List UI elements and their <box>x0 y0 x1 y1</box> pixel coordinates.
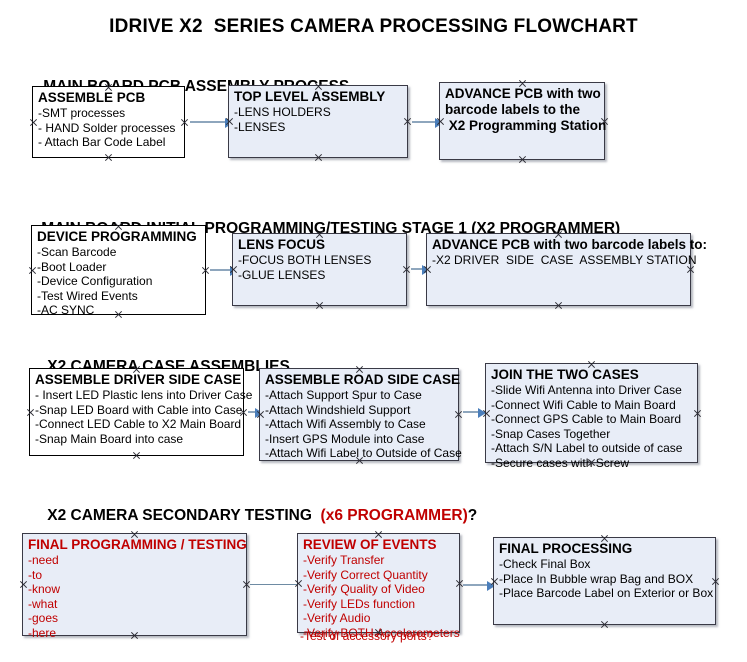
node-line: -to <box>28 567 43 582</box>
section-heading-x2-camera-secondary-testing: X2 CAMERA SECONDARY TESTING (x6 PROGRAMM… <box>30 489 477 543</box>
connection-handle-bottom[interactable] <box>315 301 324 310</box>
node-title: JOIN THE TWO CASES <box>491 367 639 382</box>
node-advance-pcb-to-driver-side-case-assembly-station[interactable]: ADVANCE PCB with two barcode labels to: … <box>426 233 708 306</box>
node-line: -need <box>28 553 59 567</box>
node-line: -Verify Transfer <box>303 553 385 567</box>
node-line: -Device Configuration <box>37 274 153 288</box>
connection-handle-bottom[interactable] <box>518 155 527 164</box>
node-title: ASSEMBLE DRIVER SIDE CASE <box>35 372 242 387</box>
node-line: -GLUE LENSES <box>238 267 326 282</box>
node-top-level-assembly[interactable]: TOP LEVEL ASSEMBLY -LENS HOLDERS -LENSES <box>228 85 408 158</box>
node-line: -Check Final Box <box>499 557 591 571</box>
node-line: -SMT processes <box>38 106 126 120</box>
connector-assemble-pcb-to-top-level-assembly <box>190 121 228 123</box>
node-title: ASSEMBLE ROAD SIDE CASE <box>265 372 461 387</box>
node-line: -Attach Windshield Support <box>265 402 411 417</box>
section-heading-question-mark: ? <box>467 507 478 524</box>
node-lens-focus[interactable]: LENS FOCUS -FOCUS BOTH LENSES -GLUE LENS… <box>232 233 407 306</box>
connection-handle-left[interactable] <box>19 580 28 589</box>
connector-road-side-case-to-join-the-two-cases <box>463 411 483 413</box>
node-line: -Test Wired Events <box>37 288 138 303</box>
section-heading-annotation: (x6 PROGRAMMER) <box>320 507 468 524</box>
node-line: -LENS HOLDERS <box>234 105 331 119</box>
node-line: -Scan Barcode <box>37 245 117 259</box>
node-line: -Snap Main Board into case <box>35 431 184 446</box>
connector-review-of-events-to-final-processing <box>463 584 493 586</box>
node-line: -Snap Cases Together <box>491 426 611 441</box>
arrowhead-icon <box>487 581 495 591</box>
node-line: - Insert LED Plastic lens into Driver Ca… <box>35 388 253 402</box>
node-line: -FOCUS BOTH LENSES <box>238 253 372 267</box>
connector-lens-focus-to-advance-pcb-driver-side <box>411 268 429 270</box>
node-title: ADVANCE PCB with two barcode labels to: <box>432 237 708 252</box>
node-join-the-two-cases[interactable]: JOIN THE TWO CASES -Slide Wifi Antenna i… <box>485 363 698 470</box>
node-line: -Insert GPS Module into Case <box>265 431 425 446</box>
node-device-programming[interactable]: DEVICE PROGRAMMING -Scan Barcode -Boot L… <box>28 225 206 317</box>
node-line: -Snap LED Board with Cable into Case <box>35 402 243 417</box>
node-title: DEVICE PROGRAMMING <box>37 229 197 244</box>
node-title: ADVANCE PCB with two barcode labels to t… <box>445 86 607 133</box>
node-line: -Verify Correct Quantity <box>303 567 428 582</box>
node-assemble-pcb[interactable]: ASSEMBLE PCB -SMT processes - HAND Solde… <box>32 86 185 158</box>
node-line: -Verify LEDs function <box>303 596 416 611</box>
node-line: -know <box>28 582 61 596</box>
node-line-overflow: -Test of accessory ports? <box>300 629 434 643</box>
connection-handle-bottom[interactable] <box>314 153 323 162</box>
node-line: -Connect LED Cable to X2 Main Board <box>35 417 242 431</box>
node-line: -what <box>28 596 58 611</box>
node-line: -Verify Audio <box>303 611 371 625</box>
arrowhead-icon <box>478 408 486 418</box>
node-title: REVIEW OF EVENTS <box>303 537 437 552</box>
node-title: ASSEMBLE PCB <box>38 90 146 105</box>
connection-handle-left[interactable] <box>29 118 38 127</box>
node-line: -here <box>28 625 57 640</box>
node-title: TOP LEVEL ASSEMBLY <box>234 89 386 104</box>
node-title: LENS FOCUS <box>238 237 326 252</box>
node-line: -Slide Wifi Antenna into Driver Case <box>491 383 682 397</box>
node-title: FINAL PROCESSING <box>499 541 633 556</box>
connector-top-level-assembly-to-advance-pcb <box>412 121 440 123</box>
node-line: -goes <box>28 611 59 625</box>
page-title: IDRIVE X2 SERIES CAMERA PROCESSING FLOWC… <box>109 16 638 37</box>
node-line: -Boot Loader <box>37 259 107 274</box>
node-final-processing[interactable]: FINAL PROCESSING -Check Final Box -Place… <box>493 537 716 625</box>
connector-device-programming-to-lens-focus <box>210 269 235 271</box>
node-line: -Place Barcode Label on Exterior or Box <box>499 586 714 600</box>
node-line: - Attach Bar Code Label <box>38 135 166 149</box>
node-line: -AC SYNC <box>37 303 95 317</box>
node-line: -Secure cases with Screw <box>491 455 630 470</box>
connection-handle-left[interactable] <box>294 579 303 588</box>
node-assemble-road-side-case[interactable]: ASSEMBLE ROAD SIDE CASE -Attach Support … <box>259 368 462 461</box>
node-final-programming-testing[interactable]: FINAL PROGRAMMING / TESTING -need -to -k… <box>19 533 247 640</box>
connection-handle-bottom[interactable] <box>600 620 609 629</box>
node-review-of-events[interactable]: REVIEW OF EVENTS -Verify Transfer -Verif… <box>294 533 460 640</box>
node-line: -Attach S/N Label to outside of case <box>491 441 683 455</box>
connector-final-programming-to-review-of-events <box>250 584 298 585</box>
node-line: -X2 DRIVER SIDE CASE ASSEMBLY STATION <box>432 253 697 267</box>
connection-handle-left[interactable] <box>28 266 37 275</box>
node-line: -Place In Bubble wrap Bag and BOX <box>499 571 694 586</box>
node-line: -Attach Wifi Assembly to Case <box>265 417 426 431</box>
node-line: -Connect GPS Cable to Main Board <box>491 412 682 426</box>
node-title: FINAL PROGRAMMING / TESTING <box>28 537 247 552</box>
connection-handle-bottom[interactable] <box>104 153 113 162</box>
node-advance-pcb-to-x2-programming-station[interactable]: ADVANCE PCB with two barcode labels to t… <box>439 82 607 160</box>
node-assemble-driver-side-case[interactable]: ASSEMBLE DRIVER SIDE CASE - Insert LED P… <box>26 368 253 456</box>
node-line: -Attach Support Spur to Case <box>265 388 422 402</box>
node-line: - HAND Solder processes <box>38 120 176 135</box>
node-line: -LENSES <box>234 119 286 134</box>
connection-handle-left[interactable] <box>26 408 35 417</box>
connection-handle-bottom[interactable] <box>554 301 563 310</box>
connection-handle-bottom[interactable] <box>132 451 141 460</box>
node-line: -Connect Wifi Cable to Main Board <box>491 397 676 412</box>
node-line: -Verify BOTH Accelerometers <box>303 625 460 640</box>
node-line: -Verify Quality of Video <box>303 582 425 596</box>
node-line: -Attach Wifi Label to Outside of Case <box>265 446 462 460</box>
section-heading-text: X2 CAMERA SECONDARY TESTING <box>47 507 321 524</box>
